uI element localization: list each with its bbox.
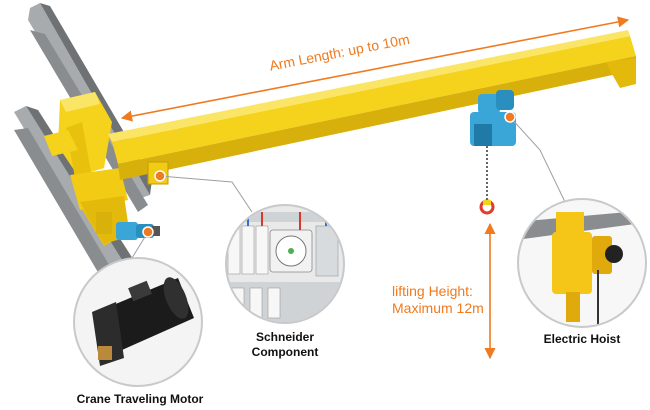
trolley-hoist xyxy=(470,90,516,215)
schneider-detail xyxy=(225,204,345,324)
schneider-caption-line1: Schneider xyxy=(255,330,315,344)
arm-length-arrow xyxy=(120,16,630,122)
schneider-caption-line2: Component xyxy=(251,345,319,359)
lifting-height-label-line1: lifting Height: xyxy=(392,283,473,299)
hoist-detail xyxy=(517,198,647,328)
motor-caption: Crane Traveling Motor xyxy=(76,392,204,406)
motor-detail xyxy=(73,257,203,387)
callout-dots xyxy=(142,111,516,238)
lifting-height-label-line2: Maximum 12m xyxy=(392,300,484,316)
hoist-caption: Electric Hoist xyxy=(543,332,621,346)
